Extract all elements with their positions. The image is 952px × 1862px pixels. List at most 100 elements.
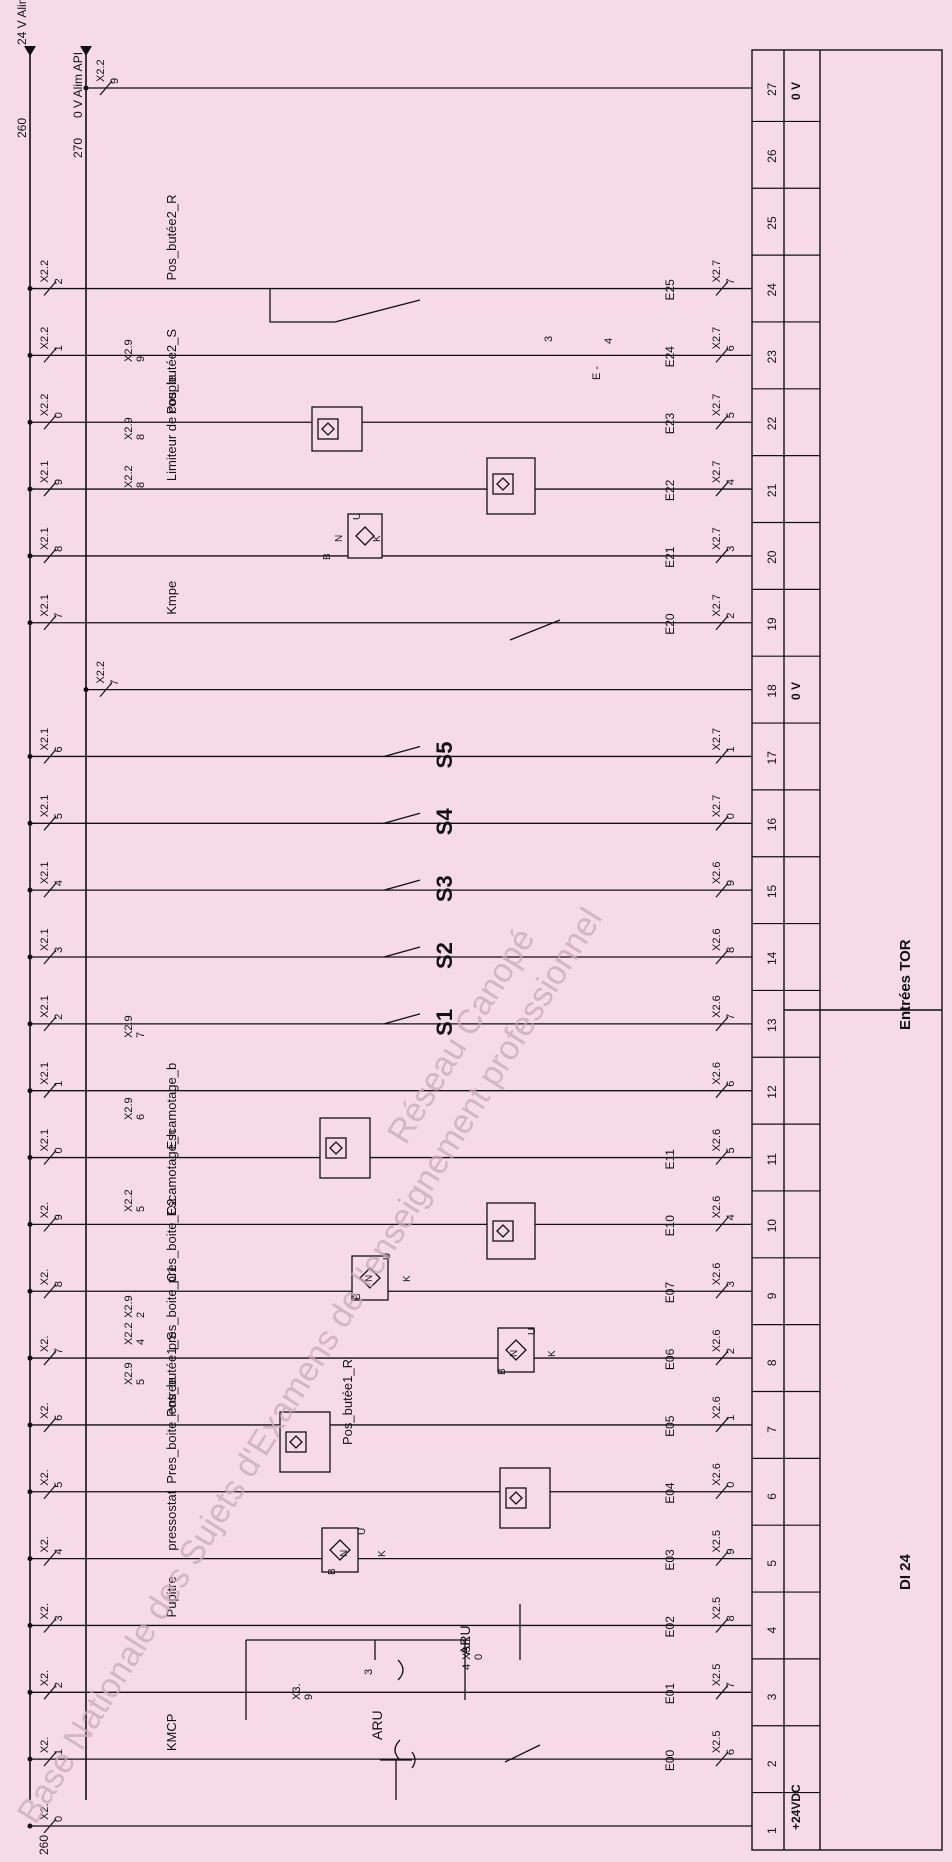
sensor-pin-k: K xyxy=(372,535,383,542)
rail-0v-label: 0 V Alim API xyxy=(71,52,85,118)
output-connector-pin: 3 xyxy=(725,546,737,552)
device-label: pres_boite_C1 xyxy=(164,1266,179,1351)
output-connector-ref: X2.6 xyxy=(711,1129,723,1152)
connector-ref: X2.1 xyxy=(39,728,51,751)
connector-pin: 5 xyxy=(53,813,65,819)
output-connector-ref: X2.7 xyxy=(711,527,723,550)
connector-ref: X2.1 xyxy=(39,1062,51,1085)
output-connector-ref: X2.6 xyxy=(711,1329,723,1352)
connector-pin: 6 xyxy=(53,1415,65,1421)
sensor-pin-u: U xyxy=(382,1253,393,1260)
output-connector-pin: 7 xyxy=(725,1014,737,1020)
sensor-pin-k: K xyxy=(547,1350,558,1357)
output-connector-pin: 8 xyxy=(725,1615,737,1621)
selector-switch xyxy=(383,1013,421,1025)
sensor-pin-k: K xyxy=(377,1550,388,1557)
output-connector-mark xyxy=(715,1484,729,1500)
output-connector-pin: 6 xyxy=(725,1081,737,1087)
connector-mark xyxy=(43,1484,57,1500)
selector-switch xyxy=(383,812,421,824)
sensor-pin-n: N xyxy=(334,535,345,542)
row-junction xyxy=(27,1288,33,1294)
sensor-pos-butee1-r xyxy=(279,1411,331,1473)
extra-label: X2.9 xyxy=(123,1097,135,1120)
output-connector-mark xyxy=(715,815,729,831)
terminal-number: 25 xyxy=(765,216,779,230)
rail-24v-ref: 260 xyxy=(15,118,29,138)
terminal-number: 9 xyxy=(765,1292,779,1299)
output-connector-ref: X2.7 xyxy=(711,460,723,483)
output-connector-pin: 1 xyxy=(725,1415,737,1421)
selector-label: S3 xyxy=(432,875,457,902)
extra-label: X2.9 xyxy=(123,1295,135,1318)
connector-ref: X2. xyxy=(39,1402,51,1419)
sensor-inductive-5 xyxy=(321,1527,359,1573)
input-address: E01 xyxy=(663,1683,677,1705)
device-label: Pos_butée2_R xyxy=(164,195,179,281)
device-label: Pos_butée1_S xyxy=(164,1331,179,1417)
row-junction xyxy=(83,85,89,91)
row-junction xyxy=(27,1756,33,1762)
row-junction xyxy=(27,1422,33,1428)
sensor-escamotage-h xyxy=(486,1202,536,1260)
output-connector-ref: X2.6 xyxy=(711,1396,723,1419)
output-connector-pin: 3 xyxy=(725,1281,737,1287)
output-connector-pin: 7 xyxy=(725,1682,737,1688)
connector-mark xyxy=(43,1417,57,1433)
device-label: KMCP xyxy=(164,1714,179,1752)
connector-pin: 9 xyxy=(109,78,121,84)
output-connector-pin: 6 xyxy=(725,345,737,351)
terminal-number: 8 xyxy=(765,1359,779,1366)
sensor-pin-b: B xyxy=(352,1293,363,1300)
sensor-pin-b: B xyxy=(497,1368,508,1375)
output-connector-mark xyxy=(715,1283,729,1299)
connector-ref: X2.2 xyxy=(39,394,51,417)
terminal-number: 13 xyxy=(765,1018,779,1032)
row-junction xyxy=(27,820,33,826)
output-connector-mark xyxy=(715,882,729,898)
selector-label: S2 xyxy=(432,942,457,969)
selector-switch xyxy=(383,745,421,758)
connector-mark xyxy=(43,1350,57,1366)
connector-mark xyxy=(43,1150,57,1165)
sensor-pin-b: B xyxy=(322,553,333,560)
connector-ref: X2. xyxy=(39,1202,51,1219)
pos-butee2-r-switch xyxy=(269,289,421,323)
connector-mark xyxy=(43,1818,57,1834)
connector-pin: 7 xyxy=(53,1348,65,1354)
terminal-number: 6 xyxy=(765,1493,779,1500)
connector-ref: X2.1 xyxy=(39,995,51,1018)
row-junction xyxy=(27,1622,33,1628)
connector-pin: 8 xyxy=(53,546,65,552)
output-connector-mark xyxy=(715,481,729,497)
connector-ref: X2.1 xyxy=(39,1129,51,1152)
sensor-escamotage-b xyxy=(319,1117,371,1179)
connector-pin: 0 xyxy=(53,1816,65,1822)
device-label: Pupitre xyxy=(164,1576,179,1617)
row-junction xyxy=(27,1556,33,1562)
connector-pin: 0 xyxy=(53,412,65,418)
aru-button-symbol xyxy=(380,1751,416,1800)
terminal-number: 23 xyxy=(765,350,779,364)
row-junction xyxy=(27,954,33,960)
extra-label: 7 xyxy=(135,1032,147,1038)
terminal-number: 1 xyxy=(765,1827,779,1834)
output-connector-pin: 9 xyxy=(725,880,737,886)
terminal-number: 12 xyxy=(765,1085,779,1099)
extra-label: X2.9 xyxy=(123,1362,135,1385)
connector-pin: 0 xyxy=(53,1147,65,1153)
terminal-number: 11 xyxy=(765,1153,779,1166)
output-connector-ref: X2.5 xyxy=(711,1664,723,1687)
connector-ref: X2.1 xyxy=(39,460,51,483)
connector-pin: 7 xyxy=(53,613,65,619)
extra-label: 4 xyxy=(461,1664,473,1670)
output-connector-ref: X2.5 xyxy=(711,1530,723,1553)
rail-24v-ref-bottom: 260 xyxy=(37,1835,51,1855)
extra-label: X2.9 xyxy=(123,339,135,362)
connector-pin: 1 xyxy=(53,1749,65,1755)
output-connector-pin: 9 xyxy=(725,1548,737,1554)
output-connector-mark xyxy=(715,1618,729,1633)
input-address: E06 xyxy=(663,1348,677,1370)
terminal-number: 10 xyxy=(765,1219,779,1233)
row-junction xyxy=(27,1021,33,1027)
